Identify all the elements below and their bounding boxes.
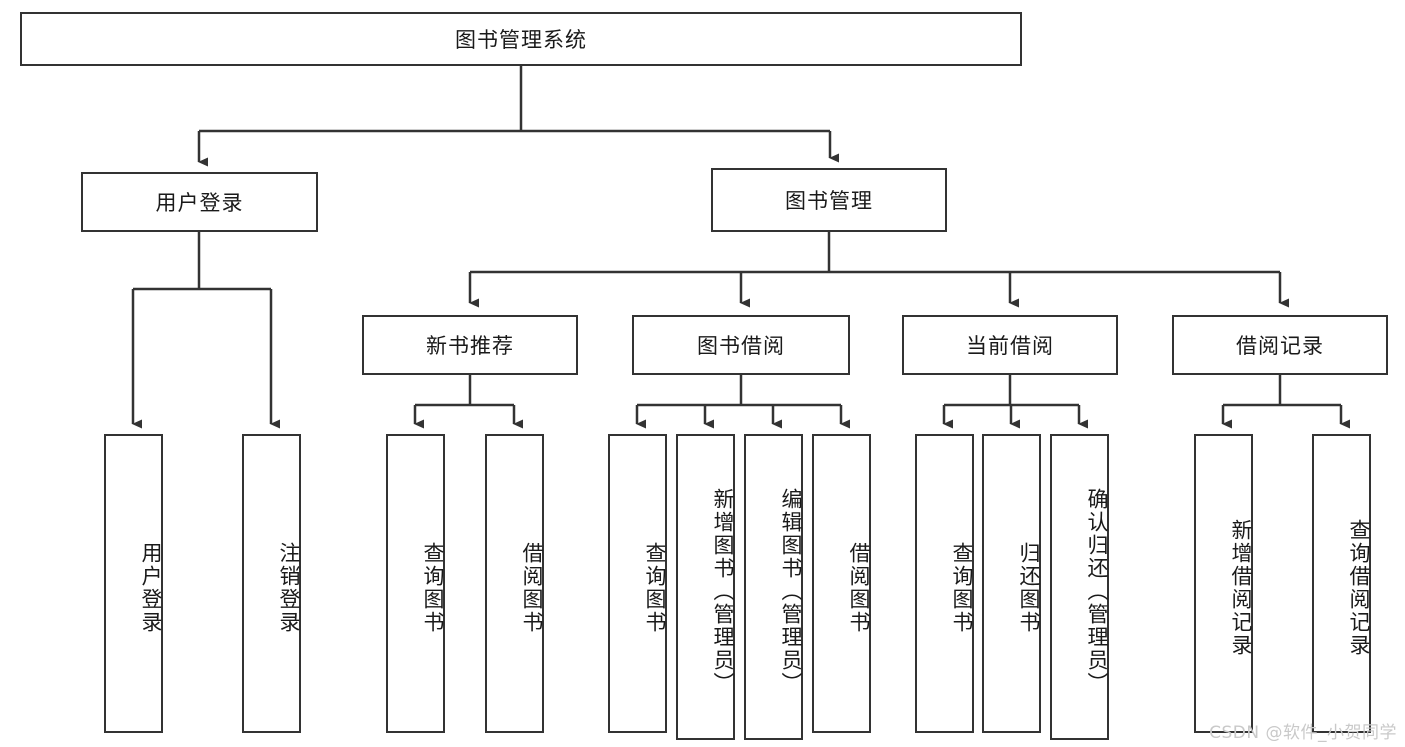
node-label: 注销登录 <box>277 541 301 634</box>
leaf-record-add-record[interactable]: 新增借阅记录 <box>1194 434 1253 733</box>
node-label: 当前借阅 <box>966 334 1054 358</box>
leaf-record-query-record[interactable]: 查询借阅记录 <box>1312 434 1371 733</box>
node-label: 确认归还（管理员） <box>1085 487 1109 695</box>
node-root[interactable]: 图书管理系统 <box>20 12 1022 66</box>
node-label: 借阅图书 <box>847 541 871 634</box>
node-label: 查询图书 <box>421 541 445 634</box>
leaf-user-login-login[interactable]: 用户登录 <box>104 434 163 733</box>
node-label: 新增图书（管理员） <box>711 487 735 695</box>
node-current-borrow[interactable]: 当前借阅 <box>902 315 1118 375</box>
leaf-user-login-logout[interactable]: 注销登录 <box>242 434 301 733</box>
watermark: CSDN @软件_小贺同学 <box>1209 723 1397 743</box>
node-label: 用户登录 <box>155 191 244 215</box>
node-book-borrow[interactable]: 图书借阅 <box>632 315 850 375</box>
leaf-borrow-query-book[interactable]: 查询图书 <box>608 434 667 733</box>
node-label: 图书借阅 <box>697 334 785 358</box>
node-label: 查询图书 <box>950 541 974 634</box>
leaf-borrow-borrow-book[interactable]: 借阅图书 <box>812 434 871 733</box>
leaf-recommend-query-book[interactable]: 查询图书 <box>386 434 445 733</box>
leaf-current-query-book[interactable]: 查询图书 <box>915 434 974 733</box>
leaf-borrow-edit-book[interactable]: 编辑图书（管理员） <box>744 434 803 740</box>
node-book-management[interactable]: 图书管理 <box>711 168 947 232</box>
node-label: 查询借阅记录 <box>1347 518 1371 657</box>
leaf-borrow-add-book[interactable]: 新增图书（管理员） <box>676 434 735 740</box>
leaf-current-confirm-return[interactable]: 确认归还（管理员） <box>1050 434 1109 740</box>
node-borrow-record[interactable]: 借阅记录 <box>1172 315 1388 375</box>
leaf-recommend-borrow-book[interactable]: 借阅图书 <box>485 434 544 733</box>
node-label: 新增借阅记录 <box>1229 518 1253 657</box>
node-label: 图书管理 <box>785 189 873 213</box>
node-label: 编辑图书（管理员） <box>779 487 803 695</box>
node-label: 用户登录 <box>139 541 163 634</box>
node-label: 新书推荐 <box>426 334 514 358</box>
node-label: 归还图书 <box>1017 541 1041 634</box>
node-new-book-recommend[interactable]: 新书推荐 <box>362 315 578 375</box>
node-label: 查询图书 <box>643 541 667 634</box>
node-label: 借阅记录 <box>1236 334 1324 358</box>
node-user-login[interactable]: 用户登录 <box>81 172 318 232</box>
node-label: 借阅图书 <box>520 541 544 634</box>
leaf-current-return-book[interactable]: 归还图书 <box>982 434 1041 733</box>
node-label: 图书管理系统 <box>455 28 587 52</box>
